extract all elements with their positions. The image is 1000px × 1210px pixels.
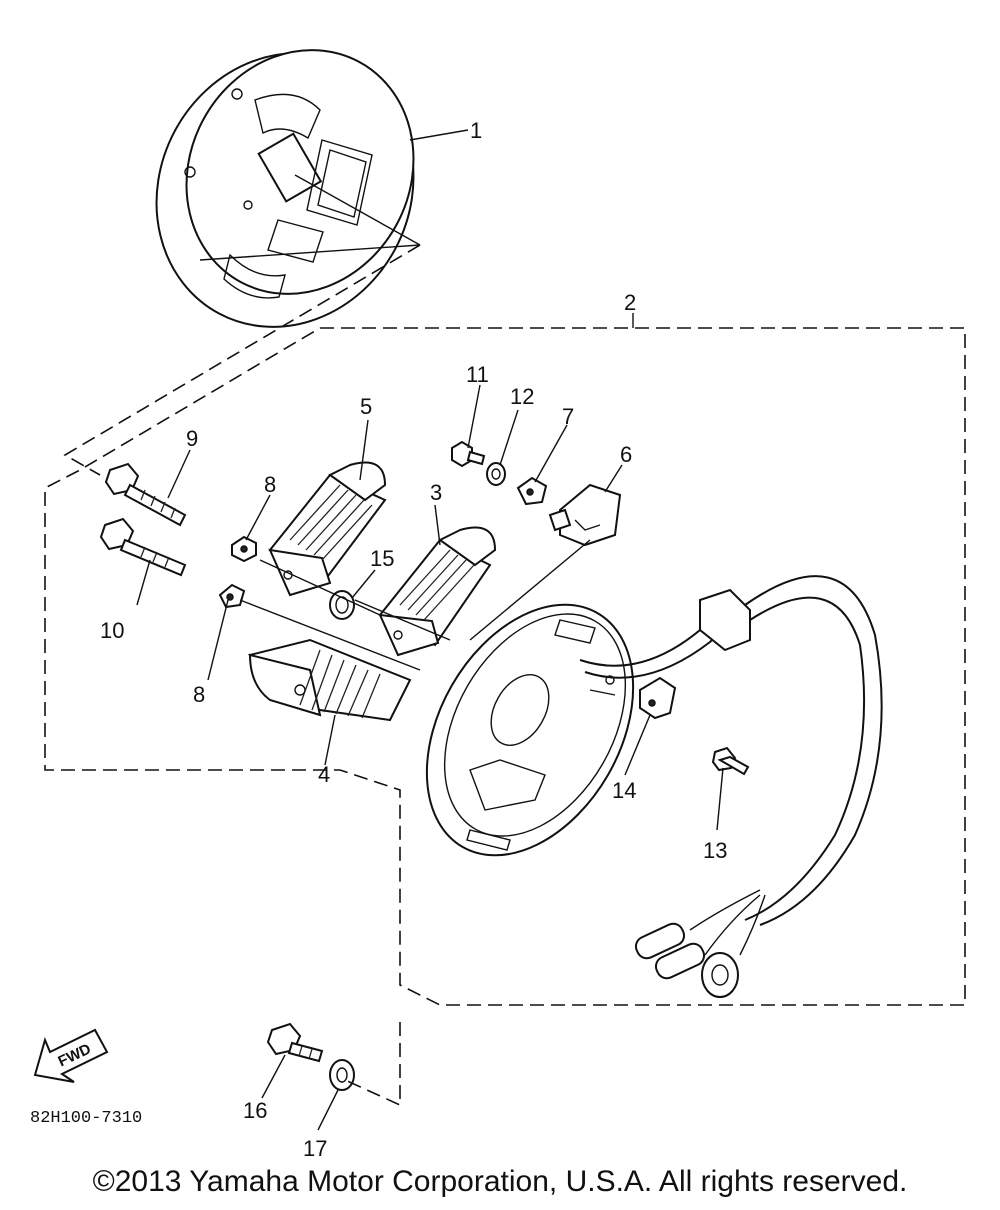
bolt-9 xyxy=(104,462,187,527)
screw-13 xyxy=(711,746,750,776)
callout-9: 9 xyxy=(186,426,198,451)
callout-4: 4 xyxy=(318,762,330,787)
callout-11: 11 xyxy=(466,362,489,387)
leader-lines xyxy=(136,129,724,1131)
clip-7 xyxy=(516,476,548,506)
callout-numbers: 1 2 3 4 5 6 7 8 8 9 10 11 12 13 14 15 16… xyxy=(100,118,727,1160)
washer-12 xyxy=(486,462,506,486)
callout-15: 15 xyxy=(370,546,394,571)
coil-3 xyxy=(378,526,497,657)
callout-5: 5 xyxy=(360,394,372,419)
callout-1: 1 xyxy=(470,118,482,143)
washer-17 xyxy=(329,1059,355,1091)
clamp-14 xyxy=(639,676,677,720)
copyright-notice: ©2013 Yamaha Motor Corporation, U.S.A. A… xyxy=(92,1165,908,1198)
callout-14: 14 xyxy=(612,778,636,803)
coil-5 xyxy=(268,461,387,597)
bolt-16 xyxy=(266,1022,324,1063)
exploded-parts-diagram: 1 2 3 4 5 6 7 8 8 9 10 11 12 13 14 15 16… xyxy=(30,49,966,1160)
bolt-10 xyxy=(99,517,187,577)
callout-6: 6 xyxy=(620,442,632,467)
callout-8-lower: 8 xyxy=(193,682,205,707)
callout-13: 13 xyxy=(703,838,727,863)
wire-harness xyxy=(579,575,883,998)
callout-3: 3 xyxy=(430,480,442,505)
fwd-arrow-icon: FWD xyxy=(33,1028,109,1083)
callout-7: 7 xyxy=(562,404,574,429)
diagram-code: 82H100-7310 xyxy=(30,1109,142,1128)
nut-8-upper xyxy=(231,535,257,563)
callout-2: 2 xyxy=(624,290,636,315)
flywheel-rotor xyxy=(155,49,421,328)
callout-16: 16 xyxy=(243,1098,267,1123)
clip-8-lower xyxy=(218,583,246,609)
holder-6 xyxy=(548,483,622,547)
callout-10: 10 xyxy=(100,618,124,643)
coil-4 xyxy=(247,638,412,722)
callout-8-upper: 8 xyxy=(264,472,276,497)
collar-15 xyxy=(329,590,355,620)
screw-11 xyxy=(451,440,486,468)
callout-17: 17 xyxy=(303,1136,327,1160)
stator-assembly-boundary xyxy=(44,244,966,1006)
stator-base-plate xyxy=(425,603,635,857)
callout-12: 12 xyxy=(510,384,534,409)
